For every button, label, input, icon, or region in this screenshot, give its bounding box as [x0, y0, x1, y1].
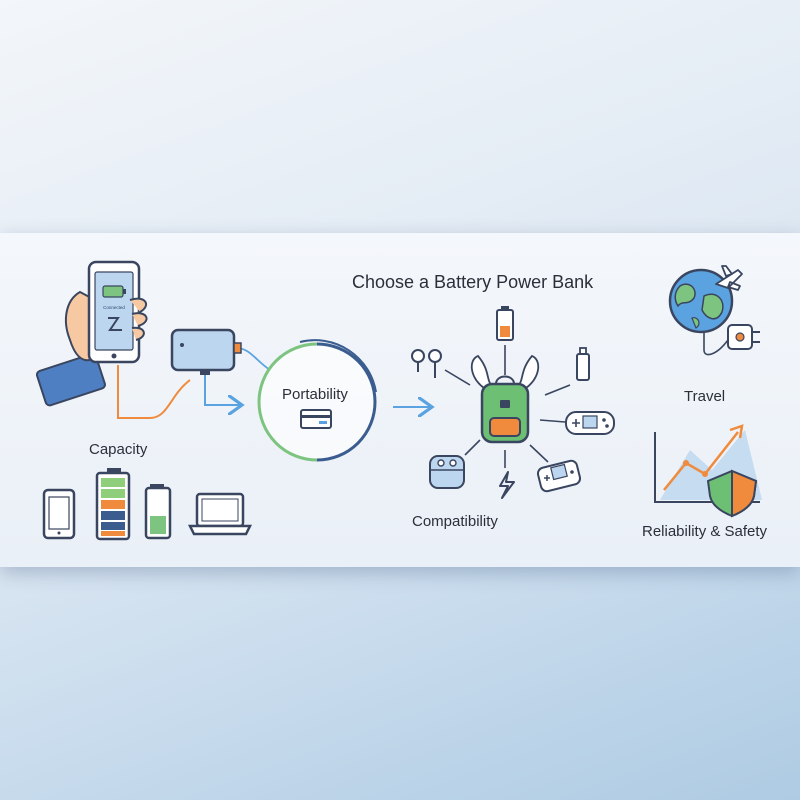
- page-title: Choose a Battery Power Bank: [352, 272, 594, 292]
- globe-icon: [668, 268, 734, 334]
- backpack-icon: [470, 354, 540, 444]
- charger-plug-icon: [703, 324, 760, 356]
- earbud-case-icon: [429, 455, 465, 489]
- spokes: [444, 345, 571, 468]
- airplane-icon: [715, 265, 743, 291]
- label-compatibility: Compatibility: [412, 513, 498, 530]
- power-bank-icon: [170, 328, 242, 375]
- label-portability: Portability: [282, 386, 348, 403]
- hand-phone-icon: [35, 260, 148, 407]
- card-icon: [300, 409, 332, 429]
- label-capacity: Capacity: [89, 441, 148, 458]
- phone-screen-text: Connected: [103, 305, 125, 310]
- bottle-icon: [576, 347, 590, 381]
- handheld-console-icon: [536, 459, 582, 493]
- battery-low-icon: [144, 484, 172, 540]
- laptop-icon: [187, 492, 253, 536]
- label-reliability-safety: Reliability & Safety: [642, 523, 768, 540]
- gamepad-icon: [565, 411, 615, 435]
- blue-cable: [204, 375, 240, 405]
- label-travel: Travel: [684, 388, 726, 405]
- battery-small-icon: [496, 306, 514, 341]
- battery-full-icon: [95, 468, 131, 541]
- tablet-icon: [42, 488, 76, 540]
- shield-icon: [706, 469, 758, 518]
- portability-ring-icon: [257, 339, 377, 462]
- lightning-icon: [499, 471, 515, 499]
- orange-cable: [117, 365, 191, 419]
- earbuds-icon: [411, 349, 442, 378]
